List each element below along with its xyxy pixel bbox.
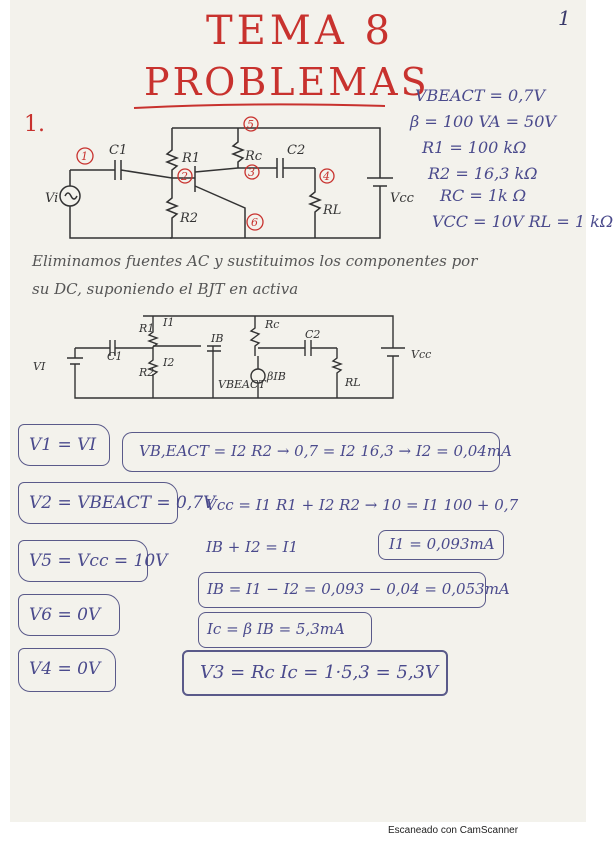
c1-vi-label: Vi <box>45 191 58 206</box>
c2-i1-label: I1 <box>162 316 174 329</box>
result-box-v1: V1 = VI <box>18 424 110 466</box>
equation-3b: I1 = 0,093mA <box>389 535 495 553</box>
c1-node-5-label: 5 <box>247 118 254 131</box>
c1-node-6-label: 6 <box>251 216 258 229</box>
given-vbeact: VBEACT = 0,7V <box>415 86 546 105</box>
c2-i2-label: I2 <box>162 356 174 369</box>
given-beta-va: β = 100 VA = 50V <box>410 112 556 131</box>
c1-node-2-label: 2 <box>180 170 188 183</box>
equation-1: VB,EACT = I2 R2 → 0,7 = I2 16,3 → I2 = 0… <box>139 442 512 460</box>
result-box-v6: V6 = 0V <box>18 594 120 636</box>
given-r2: R2 = 16,3 kΩ <box>428 164 538 183</box>
c1-c1-label: C1 <box>109 143 127 158</box>
c1-node-3-label: 3 <box>248 166 255 179</box>
c1-c2-label: C2 <box>287 143 305 158</box>
result-v4: V4 = 0V <box>29 659 101 679</box>
equation-2: Vcc = I1 R1 + I2 R2 → 10 = I1 100 + 0,7 <box>206 496 519 514</box>
c2-r2-label: R2 <box>138 366 154 379</box>
equation-6: V3 = Rc Ic = 1·5,3 = 5,3V <box>200 662 438 683</box>
c2-vbeact-label: VBEACT <box>218 378 267 391</box>
c2-rl-label: RL <box>344 376 361 389</box>
equation-5: Ic = β IB = 5,3mA <box>207 620 345 638</box>
scanned-page: 1 TEMA 8 PROBLEMAS 1. VBEACT = 0,7V β = … <box>10 0 613 822</box>
result-box-v2: V2 = VBEACT = 0,7V <box>18 482 215 524</box>
equation-box-4: IB = I1 − I2 = 0,093 − 0,04 = 0,053mA <box>198 572 510 608</box>
problem-number: 1. <box>24 112 45 137</box>
equation-3: IB + I2 = I1 <box>206 538 299 556</box>
equation-4: IB = I1 − I2 = 0,093 − 0,04 = 0,053mA <box>207 580 510 598</box>
result-box-v4: V4 = 0V <box>18 648 116 692</box>
c1-rc-label: Rc <box>244 149 263 164</box>
circuit-diagram-1: 1 2 3 4 5 6 R1 Rc R2 RL C1 C2 Vi Vcc <box>45 116 415 239</box>
c2-ib-label: IB <box>210 332 223 345</box>
c2-vcc-label: Vcc <box>411 348 431 361</box>
title-underline <box>133 103 386 109</box>
circuit-diagram-2: R1 R2 Rc RL C1 C2 VI Vcc I1 I2 IB VBEACT… <box>33 315 431 399</box>
c2-bib-label: βIB <box>266 370 286 383</box>
given-r1: R1 = 100 kΩ <box>422 138 527 157</box>
result-box-v5: V5 = Vcc = 10V <box>18 540 167 582</box>
result-v6: V6 = 0V <box>29 605 101 625</box>
c1-node-4-label: 4 <box>322 170 330 183</box>
c2-c1-label: C1 <box>107 350 122 363</box>
result-v2: V2 = VBEACT = 0,7V <box>29 493 216 513</box>
given-vcc-rl: VCC = 10V RL = 1 kΩ <box>432 212 613 231</box>
note-line1: Eliminamos fuentes AC y sustituimos los … <box>32 252 478 270</box>
note-line2: su DC, suponiendo el BJT en activa <box>32 280 299 298</box>
c1-r1-label: R1 <box>181 151 200 166</box>
c2-r1-label: R1 <box>138 322 154 335</box>
c1-vcc-label: Vcc <box>390 191 415 206</box>
page-number: 1 <box>558 6 571 30</box>
equation-box-1: VB,EACT = I2 R2 → 0,7 = I2 16,3 → I2 = 0… <box>122 432 512 472</box>
c2-vi-label: VI <box>33 360 46 373</box>
title-line2: PROBLEMAS <box>144 60 430 104</box>
given-rc: RC = 1k Ω <box>440 186 527 205</box>
c2-c2-label: C2 <box>305 328 320 341</box>
equation-box-3b: I1 = 0,093mA <box>378 530 504 560</box>
equation-box-6: V3 = Rc Ic = 1·5,3 = 5,3V <box>182 650 448 696</box>
c1-rl-label: RL <box>322 203 341 218</box>
scanner-footer: Escaneado con CamScanner <box>388 825 519 836</box>
c2-rc-label: Rc <box>264 318 279 331</box>
c1-node-1-label: 1 <box>81 150 88 163</box>
c1-r2-label: R2 <box>179 211 198 226</box>
result-v1: V1 = VI <box>29 435 97 455</box>
equation-box-5: Ic = β IB = 5,3mA <box>198 612 372 648</box>
result-v5: V5 = Vcc = 10V <box>29 551 168 571</box>
title-line1: TEMA 8 <box>206 8 394 54</box>
